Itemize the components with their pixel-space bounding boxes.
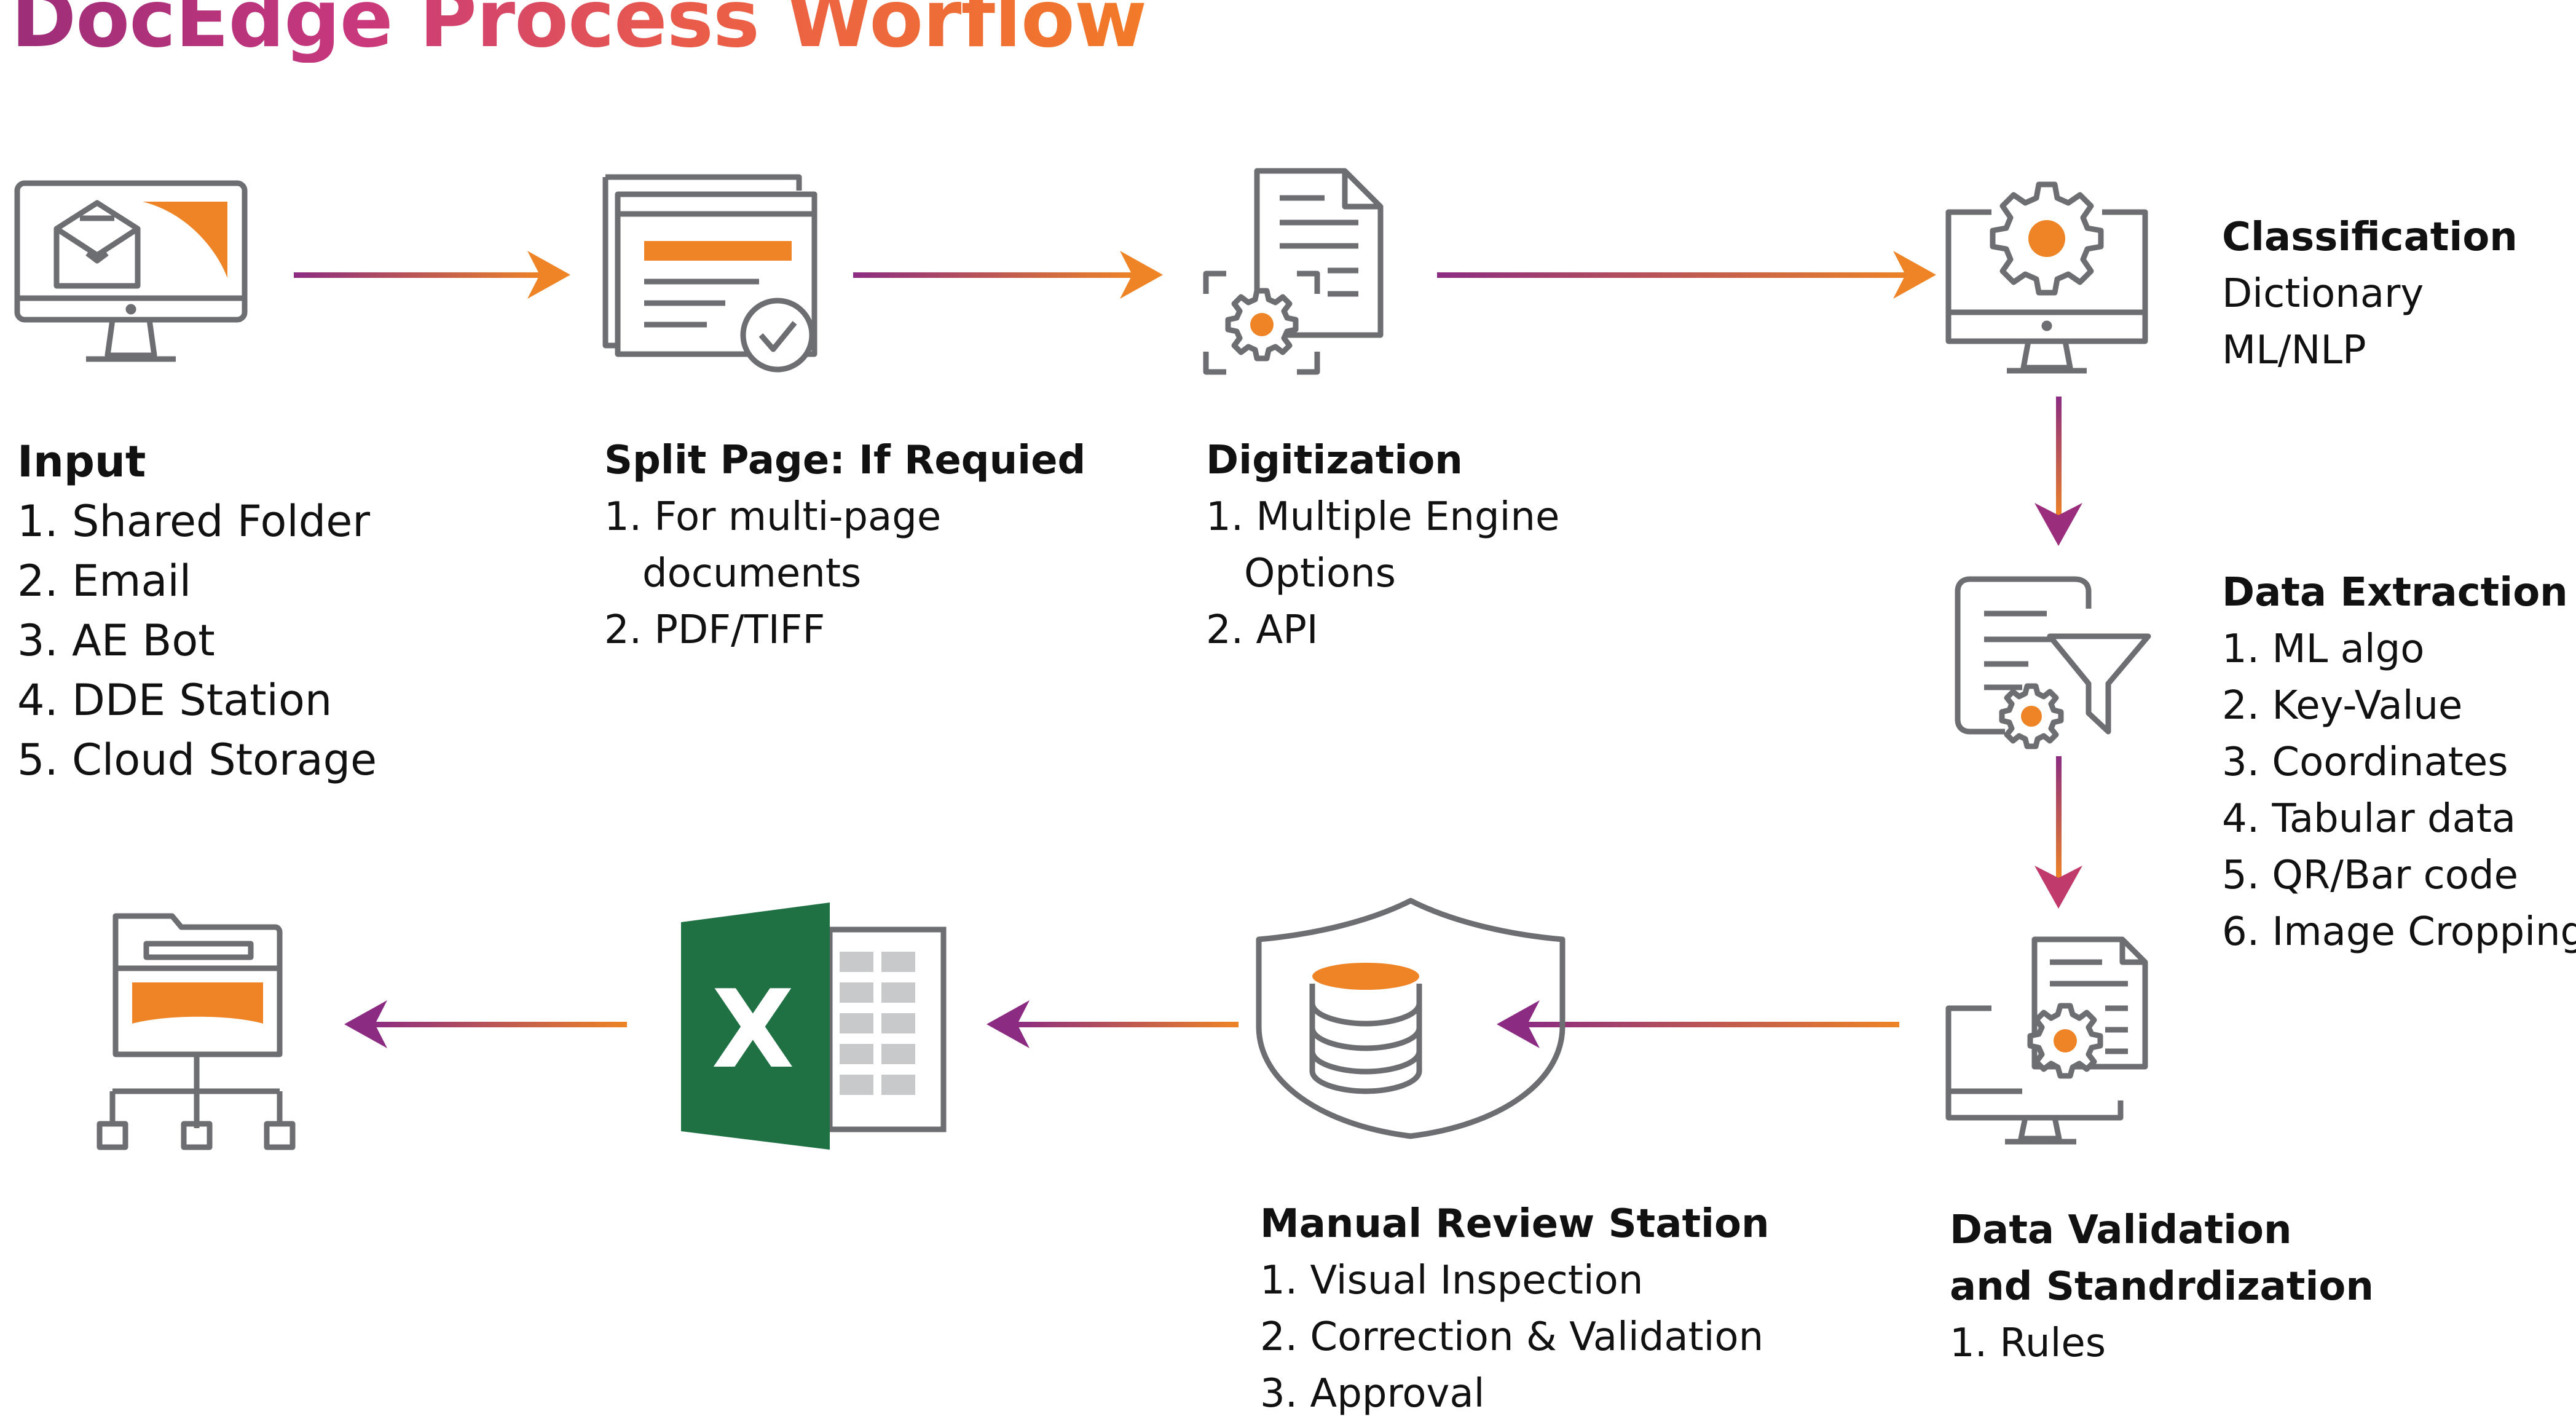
review-item: 2. Correction & Validation: [1260, 1314, 1764, 1360]
split-heading: Split Page: If Requied: [604, 438, 1086, 483]
split-item: 2. PDF/TIFF: [604, 607, 825, 653]
input-item: 2. Email: [17, 556, 192, 606]
input-item: 3. AE Bot: [17, 615, 215, 666]
digitization-item: 1. Multiple Engine: [1206, 494, 1560, 540]
split-item: 1. For multi-page: [604, 494, 942, 540]
extraction-heading: Data Extraction: [2222, 570, 2568, 615]
review-item: 3. Approval: [1260, 1371, 1485, 1416]
excel-letter: X: [712, 968, 795, 1092]
validation-heading: Data Validation: [1950, 1207, 2292, 1253]
classification-item: ML/NLP: [2222, 328, 2366, 373]
arrow-digitization-to-classification: [1437, 251, 1936, 299]
excel-icon: X: [681, 903, 947, 1150]
digitization-item: Options: [1244, 551, 1396, 596]
classification-item: Dictionary: [2222, 271, 2424, 317]
document-filter-gear-icon: [1955, 576, 2151, 749]
arrow-input-to-split: [294, 251, 570, 299]
input-step-text: Input 1. Shared Folder 2. Email 3. AE Bo…: [17, 432, 377, 790]
arrow-validation-to-review: [1497, 1000, 1899, 1048]
review-step-text: Manual Review Station 1. Visual Inspecti…: [1260, 1196, 1770, 1422]
extraction-item: 4. Tabular data: [2222, 796, 2516, 842]
folder-network-icon: [97, 913, 296, 1150]
document-gear-scan-icon: [1203, 168, 1384, 375]
arrow-review-to-excel: [987, 1000, 1239, 1048]
extraction-item: 6. Image Cropping: [2222, 909, 2576, 955]
classification-step-text: Classification Dictionary ML/NLP: [2222, 209, 2518, 379]
arrow-split-to-digitization: [853, 251, 1163, 299]
monitor-email-icon: [14, 180, 248, 362]
input-item: 5. Cloud Storage: [17, 735, 377, 785]
page-title: DocEdge Process Worflow: [11, 0, 1147, 63]
workflow-diagram: X: [14, 168, 2151, 1150]
extraction-item: 5. QR/Bar code: [2222, 853, 2518, 898]
split-step-text: Split Page: If Requied 1. For multi-page…: [604, 432, 1085, 658]
arrow-extraction-to-validation: [2034, 756, 2082, 909]
input-item: 4. DDE Station: [17, 675, 333, 725]
input-item: 1. Shared Folder: [17, 496, 371, 547]
document-split-check-icon: [602, 174, 817, 373]
digitization-step-text: Digitization 1. Multiple Engine Options …: [1206, 432, 1559, 658]
extraction-step-text: Data Extraction 1. ML algo 2. Key-Value …: [2222, 564, 2576, 960]
split-item: documents: [642, 551, 862, 596]
digitization-item: 2. API: [1206, 607, 1318, 653]
digitization-heading: Digitization: [1206, 438, 1463, 483]
extraction-item: 2. Key-Value: [2222, 683, 2463, 729]
review-item: 1. Visual Inspection: [1260, 1258, 1644, 1303]
arrow-excel-to-output: [344, 1000, 627, 1048]
classification-heading: Classification: [2222, 215, 2518, 260]
validation-item: 1. Rules: [1950, 1321, 2106, 1366]
validation-step-text: Data Validation and Standrdization 1. Ru…: [1950, 1202, 2374, 1372]
monitor-gear-icon: [1945, 181, 2148, 374]
monitor-document-gear-icon: [1945, 936, 2148, 1145]
validation-heading: and Standrdization: [1950, 1264, 2374, 1309]
arrow-classification-to-extraction: [2034, 397, 2082, 546]
shield-database-icon: [1256, 898, 1566, 1139]
extraction-item: 3. Coordinates: [2222, 740, 2508, 785]
review-heading: Manual Review Station: [1260, 1201, 1770, 1247]
input-heading: Input: [17, 436, 146, 487]
extraction-item: 1. ML algo: [2222, 626, 2425, 672]
